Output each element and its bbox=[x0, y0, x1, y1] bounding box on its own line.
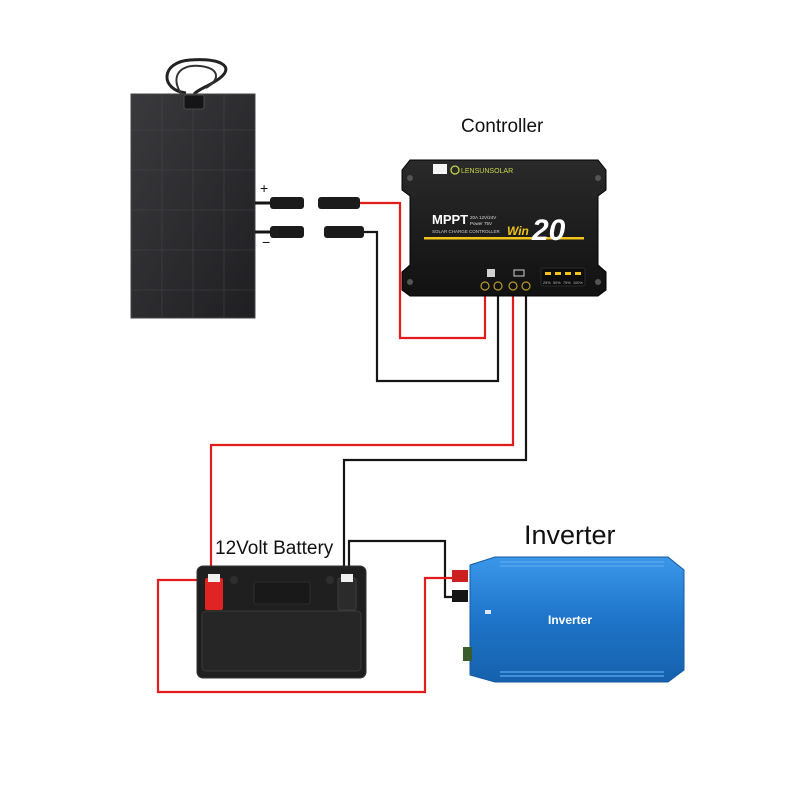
pv-negative-wire bbox=[364, 230, 500, 383]
level-display bbox=[540, 267, 586, 287]
terminal-row bbox=[480, 281, 531, 291]
battery-label: 12Volt Battery bbox=[215, 538, 334, 559]
battery bbox=[196, 565, 367, 679]
charge-controller: LENSUNSOLAR MPPT 20A 12V/24V Power 75V S… bbox=[401, 159, 607, 297]
level-label-50: 50% bbox=[553, 281, 561, 285]
controller-subtitle: SOLAR CHARGE CONTROLLER bbox=[432, 229, 501, 234]
inverter-label: Inverter bbox=[524, 520, 616, 550]
accent-stripe bbox=[424, 237, 584, 240]
controller-body bbox=[401, 159, 607, 297]
panel-cable-loop bbox=[175, 64, 217, 96]
controller-series: Win bbox=[507, 224, 529, 238]
pv-port-icon bbox=[487, 269, 495, 277]
battery-port-icon bbox=[513, 269, 525, 277]
battery-positive-wire bbox=[209, 290, 515, 582]
pv-positive-wire bbox=[360, 201, 487, 340]
inverter-negative-terminal bbox=[452, 590, 468, 602]
inverter-positive-wire bbox=[156, 576, 459, 694]
controller-label: Controller bbox=[461, 116, 544, 137]
sun-logo-icon bbox=[450, 165, 460, 175]
controller-mode: MPPT bbox=[432, 212, 468, 227]
level-label-75: 75% bbox=[563, 281, 571, 285]
terminal-pv-negative bbox=[493, 281, 503, 291]
inverter-fins bbox=[500, 561, 664, 677]
controller-rating: 20 bbox=[531, 214, 566, 247]
panel-connectors: + − bbox=[255, 180, 364, 250]
panel-plus-sign: + bbox=[260, 180, 268, 196]
level-label-25: 25% bbox=[543, 281, 551, 285]
mc4-female-positive bbox=[318, 197, 360, 209]
controller-spec-line2: Power 75V bbox=[470, 221, 492, 226]
panel-cable-coil bbox=[165, 58, 228, 96]
battery-lower-panel bbox=[201, 610, 362, 672]
terminal-battery-negative bbox=[521, 281, 531, 291]
battery-handle-recess bbox=[253, 581, 311, 605]
controller-brand: LENSUNSOLAR bbox=[461, 168, 513, 175]
junction-box bbox=[183, 94, 205, 110]
mc4-male-negative bbox=[270, 226, 304, 238]
panel-minus-sign: − bbox=[262, 234, 270, 250]
battery-negative-terminal bbox=[337, 577, 357, 611]
inverter: Inverter bbox=[452, 556, 685, 683]
terminal-pv-positive bbox=[480, 281, 490, 291]
inverter-body-label: Inverter bbox=[548, 613, 592, 627]
inverter-ground-terminal bbox=[463, 647, 472, 661]
solar-panel bbox=[130, 58, 256, 319]
terminal-battery-positive bbox=[508, 281, 518, 291]
battery-positive-terminal bbox=[205, 578, 223, 610]
controller-spec-line1: 20A 12V/24V bbox=[470, 215, 496, 220]
inverter-body bbox=[469, 556, 685, 683]
mc4-female-negative bbox=[324, 226, 364, 238]
level-label-100: 100% bbox=[573, 281, 583, 285]
mc4-male-positive bbox=[270, 197, 304, 209]
inverter-positive-terminal bbox=[452, 570, 468, 582]
wiring bbox=[156, 201, 528, 694]
inverter-negative-wire bbox=[347, 539, 462, 599]
panel-cell-grid bbox=[131, 94, 255, 318]
battery-negative-wire bbox=[342, 290, 528, 582]
camper-logo-icon bbox=[433, 164, 447, 174]
